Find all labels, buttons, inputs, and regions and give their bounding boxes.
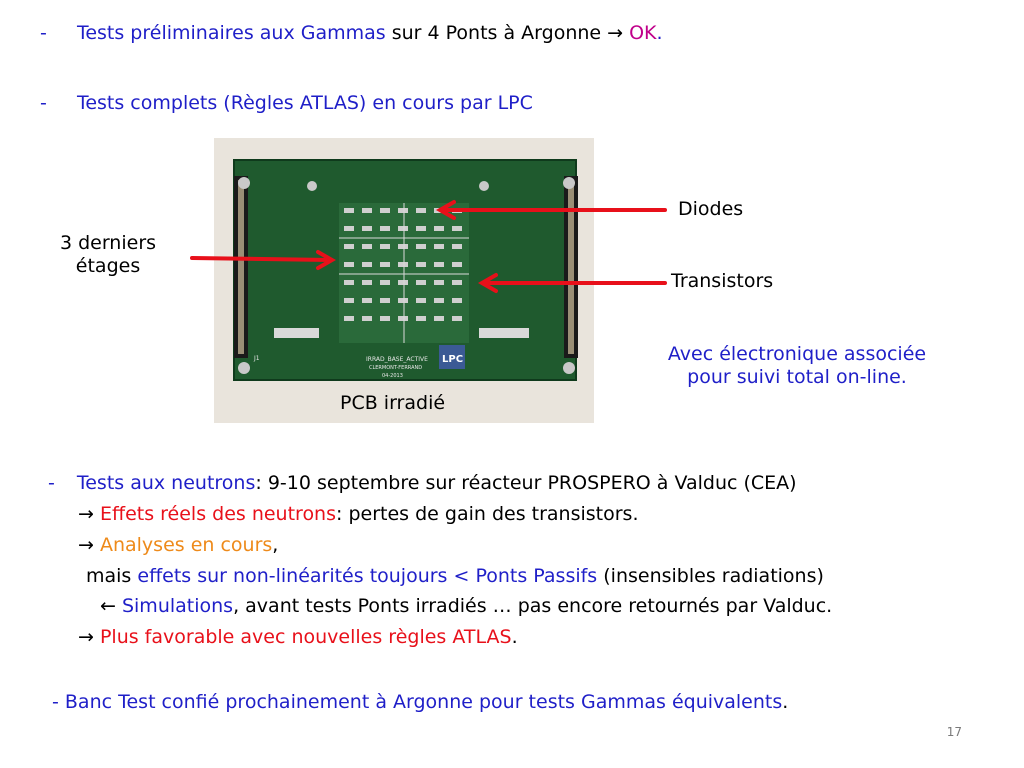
simulations-detail: , avant tests Ponts irradiés … pas encor… [233,595,833,617]
right-arrow-icon: → [607,22,624,44]
gammas-test-detail: sur 4 Ponts à Argonne [385,22,608,44]
board-j1: J1 [253,355,260,362]
last-stages-label: 3 derniers étages [42,232,174,278]
bullet-dash: - [40,92,47,114]
bullet-dash: - [48,472,55,494]
nonlinearity-effects: effets sur non-linéarités toujours < Pon… [137,565,598,587]
favorable-label: Plus favorable avec nouvelles règles ATL… [99,626,512,648]
neutrons-line-3: → Analyses en cours, [78,534,278,557]
lpc-logo: LPC [442,354,463,365]
transistors-label: Transistors [671,270,774,292]
last-stages-line2: étages [75,254,141,277]
right-arrow-icon: → [78,626,94,648]
neutron-tests-label: Tests aux neutrons [76,472,256,494]
gammas-test-label: Tests préliminaires aux Gammas [76,22,386,44]
bullet-line-atlas: - Tests complets (Règles ATLAS) en cours… [40,92,533,115]
board-text-3: 04-2013 [382,373,403,379]
side-note: Avec électronique associée pour suivi to… [630,343,964,389]
side-note-line2: pour suivi total on-line. [687,365,907,388]
favorable-period: . [511,626,518,648]
bullet-line-gammas: - Tests préliminaires aux Gammas sur 4 P… [40,22,663,45]
neutrons-line-2: → Effets réels des neutrons: pertes de g… [78,503,639,526]
real-effects-label: Effets réels des neutrons [99,503,337,525]
left-arrow-icon: ← [100,595,116,617]
analyses-comma: , [272,534,279,556]
right-arrow-icon: → [78,503,94,525]
right-arrow-icon: → [78,534,94,556]
pcb-board-drawing: IRRAD_BASE_ACTIVE CLERMONT-FERRAND 04-20… [233,159,578,381]
simulations-label: Simulations [121,595,234,617]
banc-test-text: - Banc Test confié prochainement à Argon… [52,691,783,713]
banc-test-line: - Banc Test confié prochainement à Argon… [52,691,788,714]
neutrons-line-5: ← Simulations, avant tests Ponts irradié… [100,595,832,618]
neutrons-line-4: mais effets sur non-linéarités toujours … [86,565,824,588]
bullet-dash: - [40,22,47,44]
side-note-line1: Avec électronique associée [667,343,927,365]
neutrons-line-6: → Plus favorable avec nouvelles règles A… [78,626,518,649]
ok-status: OK [623,22,657,44]
page-number: 17 [946,725,962,739]
last-stages-line1: 3 derniers [59,232,157,254]
neutron-tests-detail: : 9-10 septembre sur réacteur PROSPERO à… [255,472,797,494]
real-effects-detail: : pertes de gain des transistors. [336,503,639,525]
board-text-2: CLERMONT-FERRAND [369,365,422,371]
neutrons-line-1: -Tests aux neutrons: 9-10 septembre sur … [48,472,797,495]
diodes-label: Diodes [678,198,744,220]
atlas-tests-text: Tests complets (Règles ATLAS) en cours p… [76,92,533,114]
pcb-photo: IRRAD_BASE_ACTIVE CLERMONT-FERRAND 04-20… [214,138,594,423]
insensitive-note: (insensibles radiations) [597,565,824,587]
but-word: mais [86,565,138,587]
pcb-caption: PCB irradié [340,392,446,414]
analyses-label: Analyses en cours [99,534,273,556]
board-text: IRRAD_BASE_ACTIVE [366,356,428,363]
ok-period: . [656,22,663,44]
banc-test-period: . [782,691,789,713]
